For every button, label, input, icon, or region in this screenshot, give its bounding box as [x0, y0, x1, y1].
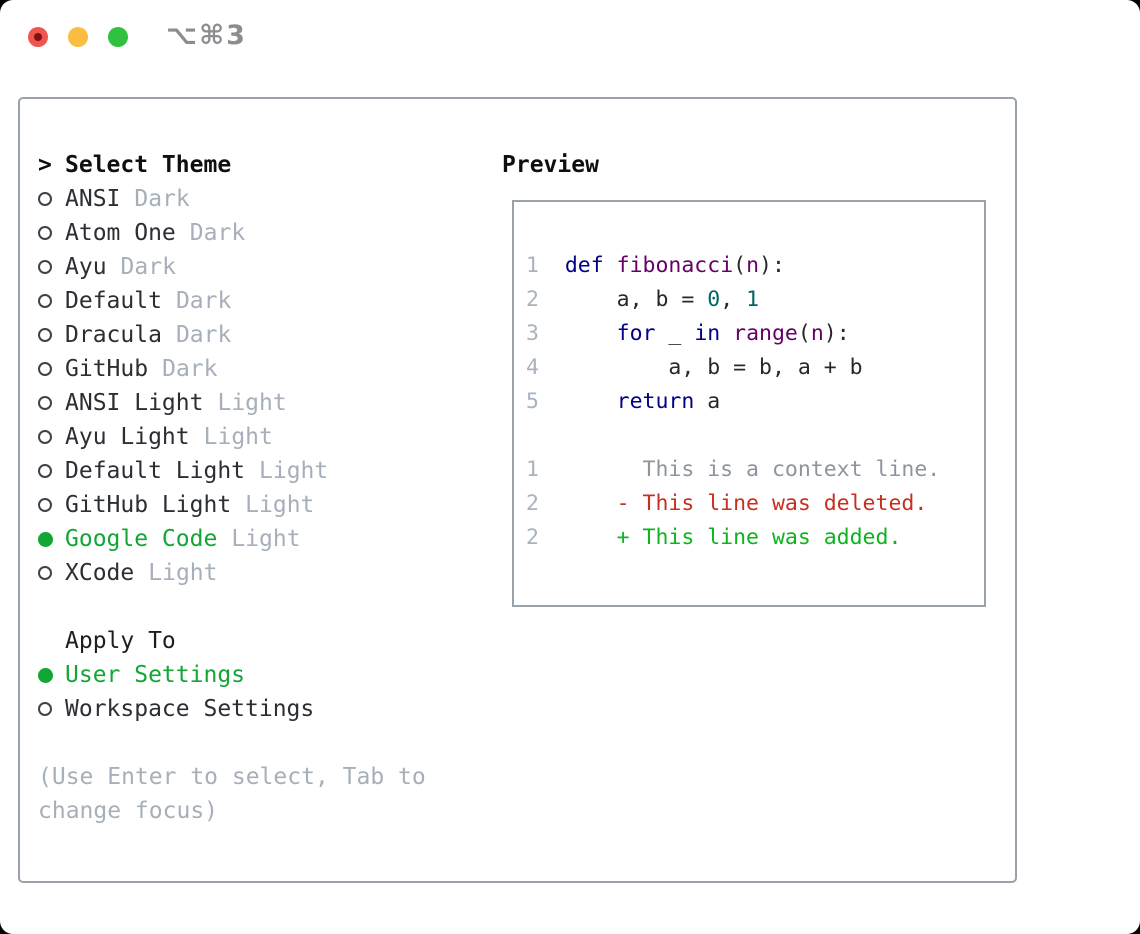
radio-icon: [38, 464, 52, 478]
radio-marker: [38, 294, 65, 308]
radio-icon: [38, 260, 52, 274]
item-label: User Settings: [65, 662, 246, 688]
item-variant-label: Light: [231, 526, 301, 552]
code-preview: 1 def fibonacci(n): 2 a, b = 0, 1 3 for _ …: [526, 249, 940, 555]
item-variant-label: Light: [148, 560, 218, 586]
radio-icon: [38, 328, 52, 342]
close-button[interactable]: [28, 27, 48, 47]
item-variant-label: Dark: [175, 288, 232, 314]
item-label: Workspace Settings: [65, 696, 315, 722]
spacer: [38, 726, 426, 760]
item-variant-label: Dark: [189, 220, 246, 246]
code-line-7: 1 This is a context line.: [526, 457, 941, 482]
theme-option-atom-one[interactable]: Atom One Dark: [38, 216, 426, 250]
code-line-4: 4 a, b = b, a + b: [526, 355, 863, 380]
theme-option-user-settings[interactable]: User Settings: [38, 658, 426, 692]
radio-marker: [38, 396, 65, 410]
window-title-shortcut: ⌥⌘3: [166, 20, 247, 51]
item-label: Apply To: [65, 628, 176, 654]
radio-marker: [38, 430, 65, 444]
radio-marker: [38, 226, 65, 240]
radio-marker: [38, 498, 65, 512]
spacer: [38, 590, 426, 624]
theme-option-default[interactable]: Default Dark: [38, 284, 426, 318]
code-blank-line: [526, 419, 940, 453]
help-text: (Use Enter to select, Tab to: [38, 760, 426, 794]
item-label: Ayu: [65, 254, 107, 280]
item-variant-label: Light: [203, 424, 273, 450]
zoom-button[interactable]: [108, 27, 128, 47]
focus-chevron-icon: >: [38, 148, 65, 182]
item-variant-label: Dark: [120, 254, 176, 280]
radio-icon: [38, 362, 52, 376]
code-line-2: 2 a, b = 0, 1: [526, 287, 760, 312]
radio-marker: [38, 362, 65, 376]
radio-icon: [38, 226, 52, 240]
theme-option-google-code[interactable]: Google Code Light: [38, 522, 426, 556]
radio-marker: [38, 328, 65, 342]
minimize-button[interactable]: [68, 27, 88, 47]
radio-marker: [38, 667, 65, 683]
code-line-5: 5 return a: [526, 389, 721, 414]
code-line-8: 2 - This line was deleted.: [526, 491, 928, 516]
item-variant-label: Light: [259, 458, 329, 484]
radio-marker: [38, 260, 65, 274]
item-label: Ayu Light: [65, 424, 190, 450]
preview-heading: Preview: [502, 152, 599, 178]
item-label: Default Light: [65, 458, 246, 484]
radio-icon: [38, 192, 52, 206]
radio-marker: [38, 192, 65, 206]
code-line-9: 2 + This line was added.: [526, 525, 902, 550]
radio-icon: [38, 702, 52, 716]
item-variant-label: Dark: [134, 186, 190, 212]
item-label: ANSI: [65, 186, 121, 212]
radio-icon: [38, 430, 52, 444]
theme-option-xcode[interactable]: XCode Light: [38, 556, 426, 590]
radio-marker: [38, 464, 65, 478]
item-variant-label: Dark: [175, 322, 232, 348]
preview-pane: 1 def fibonacci(n): 2 a, b = 0, 1 3 for _ …: [512, 200, 986, 607]
item-label: change focus): [38, 798, 219, 824]
radio-icon: [38, 498, 52, 512]
theme-option-workspace-settings[interactable]: Workspace Settings: [38, 692, 426, 726]
radio-marker: [38, 702, 65, 716]
item-label: ANSI Light: [65, 390, 204, 416]
item-label: GitHub: [65, 356, 149, 382]
item-label: XCode: [65, 560, 135, 586]
item-label: Default: [65, 288, 162, 314]
apply-to-header: Apply To: [38, 624, 426, 658]
theme-option-github-light[interactable]: GitHub Light Light: [38, 488, 426, 522]
code-line-3: 3 for _ in range(n):: [526, 321, 850, 346]
selected-radio-icon: [38, 531, 53, 547]
theme-option-github[interactable]: GitHub Dark: [38, 352, 426, 386]
radio-icon: [38, 396, 52, 410]
item-label: GitHub Light: [65, 492, 232, 518]
radio-icon: [38, 566, 52, 580]
theme-option-ansi[interactable]: ANSI Dark: [38, 182, 426, 216]
item-variant-label: Dark: [162, 356, 218, 382]
item-label: Dracula: [65, 322, 162, 348]
chevron-icon: >: [38, 152, 52, 178]
item-label: Google Code: [65, 526, 218, 552]
window-controls: [28, 27, 128, 47]
code-line-1: 1 def fibonacci(n):: [526, 253, 785, 278]
theme-option-dracula[interactable]: Dracula Dark: [38, 318, 426, 352]
theme-option-ansi-light[interactable]: ANSI Light Light: [38, 386, 426, 420]
theme-option-ayu-light[interactable]: Ayu Light Light: [38, 420, 426, 454]
selected-radio-icon: [38, 667, 53, 683]
item-variant-label: Light: [217, 390, 287, 416]
item-label: Atom One: [65, 220, 176, 246]
radio-marker: [38, 531, 65, 547]
select-theme-header: > Select Theme: [38, 148, 426, 182]
radio-icon: [38, 294, 52, 308]
item-label: (Use Enter to select, Tab to: [38, 764, 426, 790]
item-variant-label: Light: [245, 492, 315, 518]
help-text: change focus): [38, 794, 426, 828]
theme-option-ayu[interactable]: Ayu Dark: [38, 250, 426, 284]
item-label: Select Theme: [65, 152, 232, 178]
theme-option-default-light[interactable]: Default Light Light: [38, 454, 426, 488]
radio-marker: [38, 566, 65, 580]
